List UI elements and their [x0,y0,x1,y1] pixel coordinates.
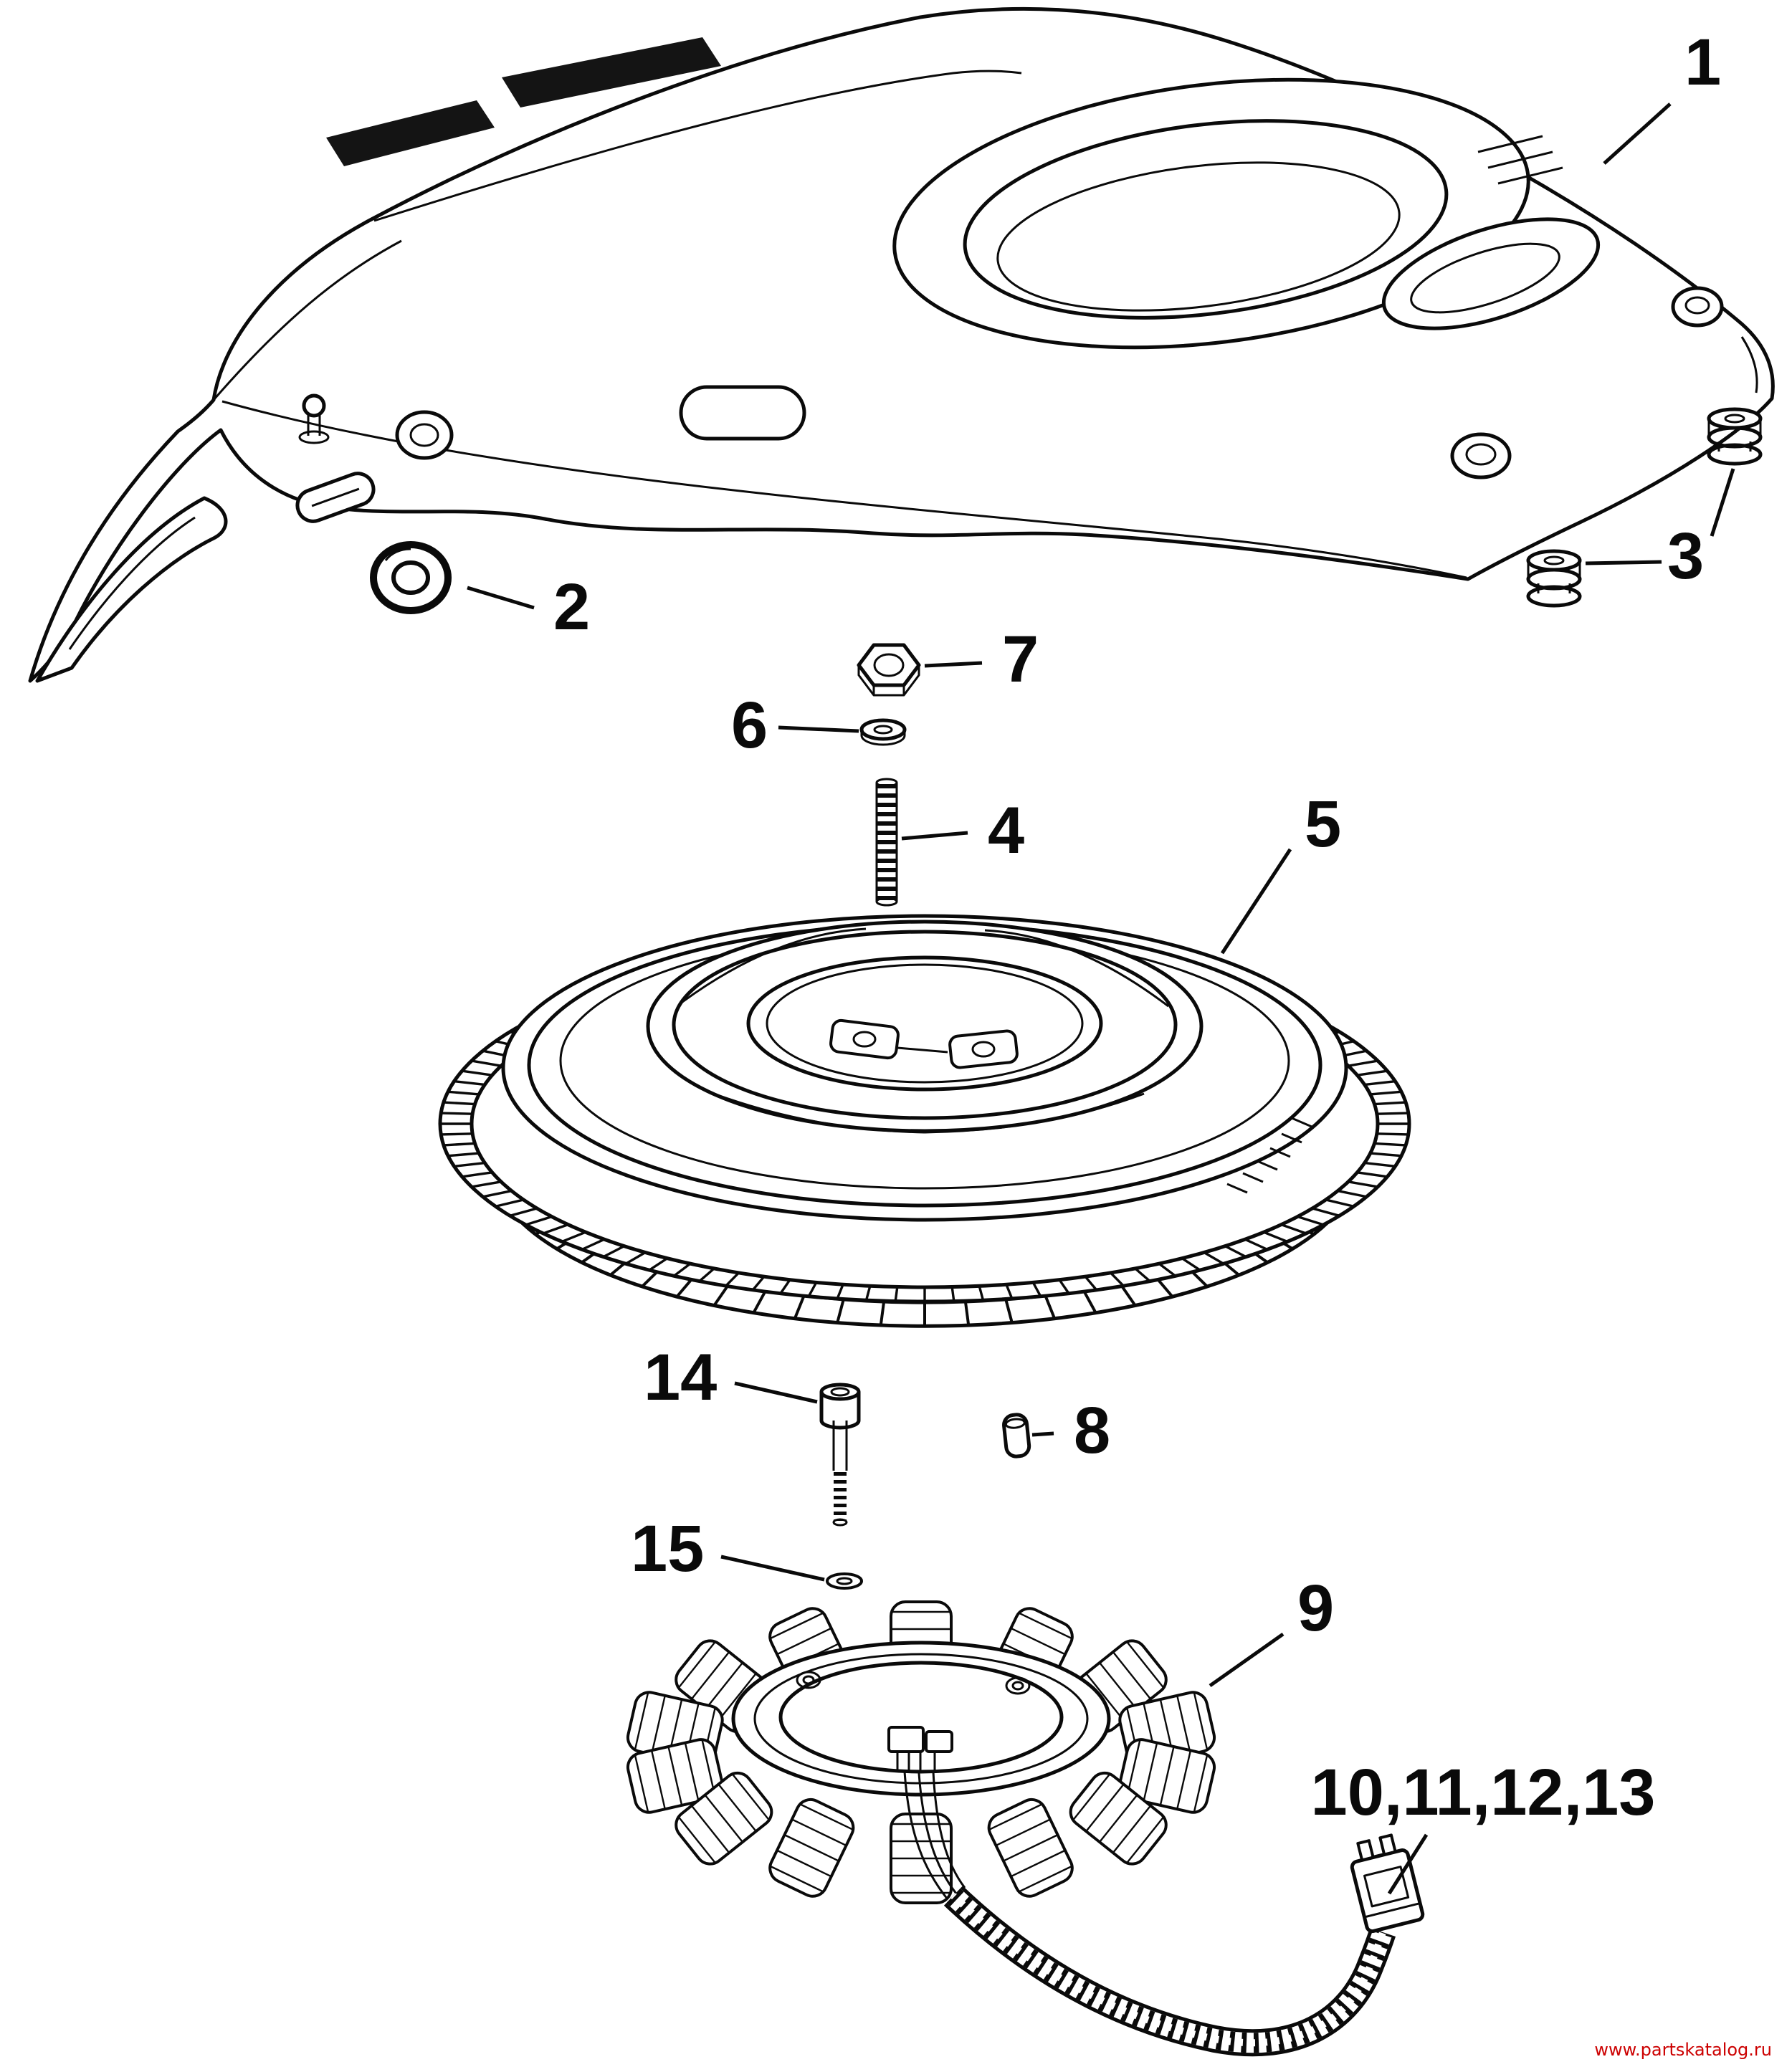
latch-pin-head [302,393,326,418]
stator-cable [943,1886,1396,2057]
bolt [819,1383,861,1527]
stator-terminals [896,1752,936,1773]
grommet [370,541,452,614]
callout-9: 9 [1297,1572,1334,1645]
cover-screw-boss [1671,286,1724,328]
cover-screw-boss [1450,432,1512,479]
callout-group-10-13: 10,11,12,13 [1311,1756,1656,1829]
callout-14: 14 [644,1341,717,1414]
cover-basin-inner [996,161,1401,312]
stator-wire [932,1771,966,1889]
latch-pin-base [298,430,330,444]
leader-line-5 [1220,848,1292,955]
cable-connector [1350,1833,1425,1934]
stator-coils [626,1600,1216,1904]
stator-terminal-block [887,1726,925,1753]
stator [626,1600,1216,1904]
cover-outline [28,6,1775,683]
leader-line-2 [467,586,535,610]
callout-7: 7 [1002,623,1039,696]
leader-line-15 [720,1555,825,1582]
callout-5: 5 [1305,788,1341,861]
engine-cover [28,6,1775,683]
callout-4: 4 [988,794,1024,867]
leader-line-9 [1209,1632,1285,1688]
leader-line-6 [778,725,859,733]
cover-hook [35,496,228,683]
callout-15: 15 [631,1512,704,1585]
stator-plate-step [753,1653,1089,1785]
stator-mount-hole-inner [1011,1681,1024,1691]
cover-raised-pad [679,385,806,441]
callout-1: 1 [1684,26,1721,99]
leader-line-7 [924,661,983,668]
cover-hole-ring [395,410,454,460]
small-washer [826,1572,863,1590]
stud [875,778,898,907]
leader-line-4 [901,831,968,841]
leader-line-14 [734,1381,818,1404]
cover-scoop-outer [1381,217,1601,330]
stator-mount-hole [1005,1676,1031,1695]
cover-edge-line [212,239,402,401]
cover-brand-marks [1477,135,1563,185]
cover-hook-line [68,516,196,650]
leader-line-connector [1387,1833,1429,1895]
callout-8: 8 [1074,1394,1110,1467]
cover-screw-boss-inner [1465,443,1497,466]
flywheel-hub-details [682,927,1312,1194]
callout-2: 2 [553,570,590,644]
flywheel-skirt-outer-arc [503,1202,1346,1328]
callout-3: 3 [1667,520,1704,593]
stator-wire [918,1772,958,1894]
flywheel-timing-marks [1226,1117,1312,1194]
cover-vent-slot [502,37,721,108]
watermark-text: www.partskatalog.ru [1594,2040,1772,2060]
flywheel-bore-inner [766,963,1084,1084]
flywheel-bore-outer [746,955,1103,1092]
cover-top-crease [373,70,1022,222]
stator-mount-hole-inner [802,1675,815,1685]
leader-lines [467,102,1735,1895]
rubber-mount [1707,407,1763,466]
stator-mount-hole [796,1671,821,1689]
cover-basin-mid [963,119,1449,320]
washer [859,718,907,746]
stator-terminal-block [925,1730,953,1753]
flywheel [438,914,1411,1328]
leader-line-3b [1585,560,1662,565]
leader-line-8 [1031,1431,1054,1437]
cover-hole-ring-inner [409,423,439,447]
cover-basin-outer [892,77,1530,350]
latch-lever [295,472,376,523]
flywheel-hub-outer [646,920,1204,1133]
cover-screw-boss-inner [1684,296,1710,315]
callout-labels: 1 2 3 7 6 4 5 14 8 15 9 10,11,12,13 [553,26,1721,1829]
leader-line-3a [1710,468,1735,537]
stator-wire [903,1771,949,1900]
leader-line-1 [1603,102,1672,165]
cover-vent-slot [326,100,495,166]
cover-scoop-inner [1410,242,1560,314]
rubber-mount [1528,551,1580,606]
spacer-pin [1002,1413,1031,1458]
cover-right-edge-line [1740,336,1758,393]
flywheel-hub-step [672,930,1178,1120]
callout-6: 6 [731,689,768,762]
flywheel-nut [857,643,921,697]
